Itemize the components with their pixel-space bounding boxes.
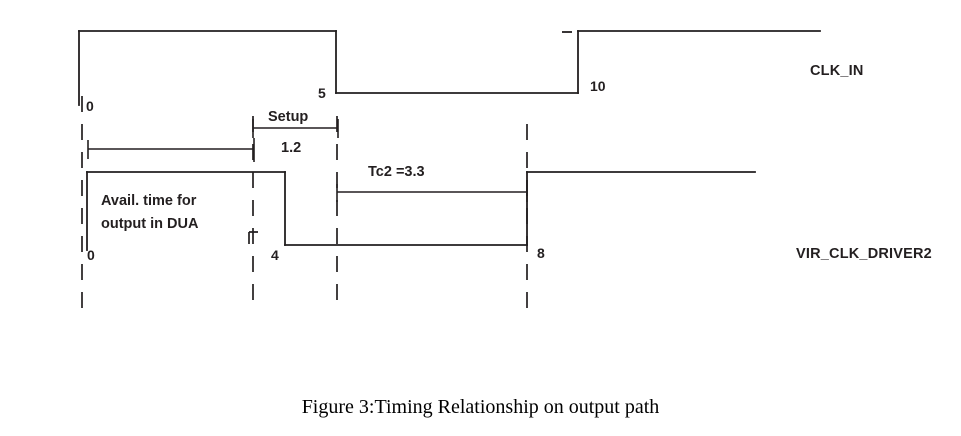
avail-time-annotation-line1: Avail. time for <box>101 193 197 209</box>
virclkdriver2-waveform <box>86 171 756 251</box>
setup-annotation-label: Setup <box>268 109 309 125</box>
figure-caption: Figure 3:Timing Relationship on output p… <box>301 396 660 418</box>
tick-label-vir-t0: 0 <box>87 247 95 263</box>
tc2-measure <box>336 180 528 202</box>
tick-label-clkin-t5: 5 <box>318 85 326 101</box>
tc2-annotation-label: Tc2 =3.3 <box>368 164 425 180</box>
avail-time-annotation-line2: output in DUA <box>101 216 199 232</box>
tick-label-vir-t8: 8 <box>537 245 545 261</box>
bracket-marker-icon <box>248 231 258 244</box>
tick-label-clkin-t10: 10 <box>590 78 606 94</box>
avail-time-measure <box>87 138 255 162</box>
setup-annotation-value: 1.2 <box>281 140 302 156</box>
signal-label-virclkdriver2: VIR_CLK_DRIVER2 <box>796 246 932 262</box>
setup-measure <box>252 119 339 138</box>
tick-label-clkin-t0: 0 <box>86 98 94 114</box>
signal-label-clkin: CLK_IN <box>810 63 864 79</box>
tick-label-vir-t4: 4 <box>271 247 279 263</box>
clkin-waveform <box>78 30 821 106</box>
